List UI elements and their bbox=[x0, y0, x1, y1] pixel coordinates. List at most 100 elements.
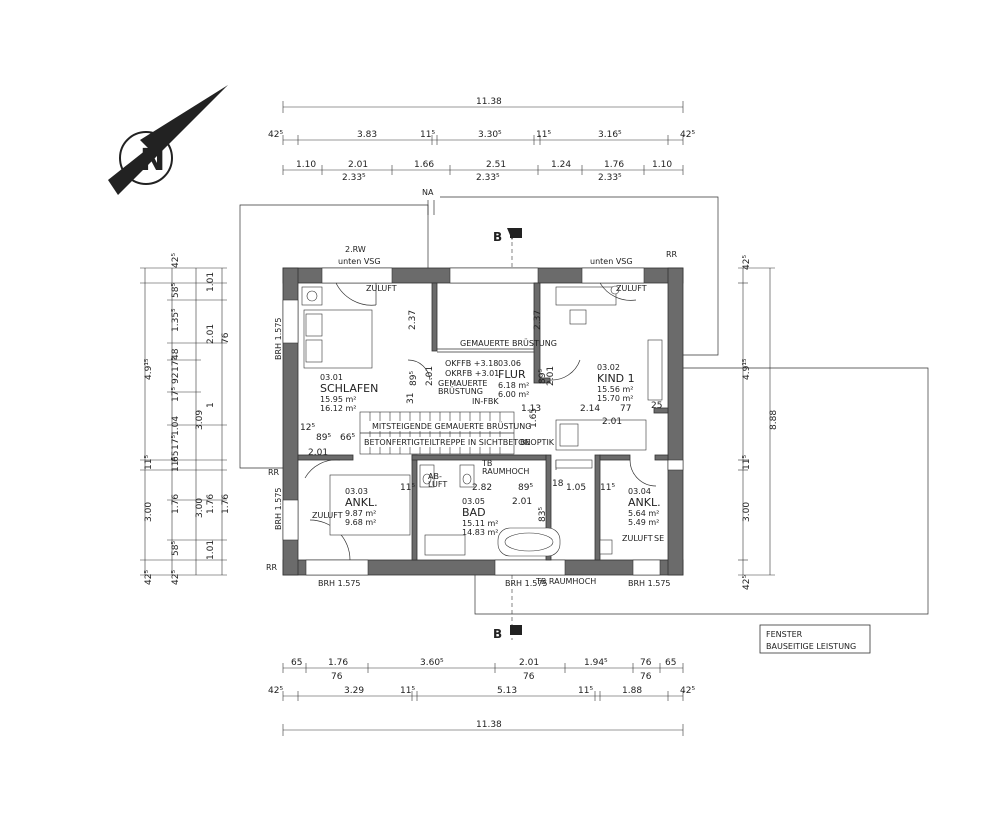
zuluft-label: ZULUFT bbox=[616, 284, 647, 293]
misc-labels: 2.RW unten VSG unten VSG RR RR RR NA ZUL… bbox=[266, 188, 678, 588]
top-overall-dim: 11.38 bbox=[476, 97, 502, 107]
ab-luft-label: AB- bbox=[428, 472, 442, 481]
top-opening-dim: 1.76 bbox=[604, 160, 624, 170]
bottom-wall-dim: 5.13 bbox=[497, 686, 517, 696]
svg-text:03.01: 03.01 bbox=[320, 373, 343, 382]
svg-text:03.04: 03.04 bbox=[628, 487, 651, 496]
room-ankl-03-04: 03.04 ANKL. 5.64 m² 5.49 m² bbox=[628, 487, 661, 527]
svg-text:1.13: 1.13 bbox=[521, 404, 541, 414]
section-marker-top: B bbox=[493, 228, 522, 268]
section-b-label-top: B bbox=[493, 230, 502, 244]
left-outer-dim: 4.9¹⁵ bbox=[144, 358, 154, 380]
note-line-2: BAUSEITIGE LEISTUNG bbox=[766, 642, 856, 651]
svg-text:2.14: 2.14 bbox=[580, 404, 600, 414]
rw-label: 2.RW bbox=[345, 245, 366, 254]
svg-text:89⁵: 89⁵ bbox=[518, 483, 533, 493]
brh-vertical-label: BRH 1.575 bbox=[274, 487, 283, 530]
bottom-opening-dim: 1.94⁵ bbox=[584, 658, 608, 668]
left-inner-dim: 11⁵ bbox=[171, 457, 181, 472]
left-inner-dim: 48 bbox=[171, 348, 181, 360]
stair-label-1: MITSTEIGENDE GEMAUERTE BRÜSTUNG bbox=[372, 421, 531, 431]
bottom-opening-dim: 1.76 bbox=[328, 658, 348, 668]
zuluft-label: ZULUFT bbox=[312, 511, 343, 520]
room-kind-1: 03.02 KIND 1 15.56 m² 15.70 m² bbox=[597, 363, 635, 403]
svg-text:15.56 m²: 15.56 m² bbox=[597, 385, 633, 394]
rr-label: RR bbox=[266, 563, 278, 572]
left-inner-dim: 17⁵ bbox=[171, 435, 181, 450]
bottom-sub-dim: 76 bbox=[523, 672, 535, 682]
left-inner2-dim: 1.01 bbox=[206, 272, 216, 292]
top-opening-dim: 1.10 bbox=[652, 160, 672, 170]
left-inner2-dim: 2.01 bbox=[206, 324, 216, 344]
left-inner-dim: 17⁵ bbox=[171, 387, 181, 402]
section-marker-bottom: B bbox=[493, 575, 522, 641]
svg-text:15.11 m²: 15.11 m² bbox=[462, 519, 498, 528]
bottom-opening-dim: 76 bbox=[640, 658, 652, 668]
bottom-wall-dim: 11⁵ bbox=[400, 686, 415, 696]
tb-raumhoch-label: TB RAUMHOCH bbox=[535, 577, 596, 586]
top-opening-dim: 2.51 bbox=[486, 160, 506, 170]
top-opening-dim: 1.10 bbox=[296, 160, 316, 170]
left-mid-dim: 3.00 bbox=[195, 498, 205, 518]
svg-text:15.70 m²: 15.70 m² bbox=[597, 394, 633, 403]
rr-label: RR bbox=[268, 468, 280, 477]
left-outer-dim: 11⁵ bbox=[144, 455, 154, 470]
svg-text:12⁵: 12⁵ bbox=[300, 423, 315, 433]
svg-text:2.01: 2.01 bbox=[425, 366, 435, 386]
svg-text:83⁵: 83⁵ bbox=[538, 507, 548, 522]
left-outer-dim: 42⁵ bbox=[144, 570, 154, 585]
se-label: SE bbox=[654, 534, 664, 543]
top-wall-dim: 3.83 bbox=[357, 130, 377, 140]
projection-lines bbox=[239, 196, 929, 615]
left-inner-dim: 1.76 bbox=[171, 494, 181, 514]
brh-vertical-label: BRH 1.575 bbox=[274, 317, 283, 360]
top-dimensions: 11.38 42⁵ 3.83 11⁵ 3.30⁵ 11⁵ 3.16⁵ 42⁵ 1… bbox=[268, 97, 695, 183]
okffb-label: OKFFB +3.18 bbox=[445, 359, 498, 368]
stair-label-2: BETONFERTIGTEILTREPPE IN SICHTBETONOPTIK bbox=[364, 438, 555, 447]
okrfb-label: OKRFB +3.01 bbox=[445, 369, 499, 378]
svg-text:89⁵: 89⁵ bbox=[409, 371, 419, 386]
svg-text:BAD: BAD bbox=[462, 506, 486, 519]
top-wall-dim: 11⁵ bbox=[536, 130, 551, 140]
svg-text:18: 18 bbox=[552, 479, 564, 489]
top-opening-dim: 2.01 bbox=[348, 160, 368, 170]
top-wall-dim: 11⁵ bbox=[420, 130, 435, 140]
right-dim: 42⁵ bbox=[742, 255, 752, 270]
svg-text:1.05: 1.05 bbox=[566, 483, 586, 493]
svg-text:6.00 m²: 6.00 m² bbox=[498, 390, 529, 399]
right-dim: 11⁵ bbox=[742, 455, 752, 470]
room-ankl-03-03: 03.03 ANKL. 9.87 m² 9.68 m² bbox=[345, 487, 378, 527]
right-overall-dim: 8.88 bbox=[769, 410, 779, 430]
svg-text:2.37: 2.37 bbox=[408, 310, 418, 330]
svg-text:5.49 m²: 5.49 m² bbox=[628, 518, 659, 527]
left-dimensions: 4.9¹⁵ 11⁵ 3.00 42⁵ 42⁵ 58⁵ 1.35⁵ 48 17⁵ … bbox=[140, 253, 231, 585]
svg-text:31: 31 bbox=[406, 393, 416, 404]
svg-text:FLUR: FLUR bbox=[498, 368, 526, 381]
raumhoch-label: RAUMHOCH bbox=[482, 467, 529, 476]
bottom-sub-dim: 76 bbox=[331, 672, 343, 682]
bottom-opening-dim: 65 bbox=[291, 658, 302, 668]
svg-text:2.01: 2.01 bbox=[512, 497, 532, 507]
svg-text:2.01: 2.01 bbox=[308, 448, 328, 458]
svg-text:2.37: 2.37 bbox=[533, 310, 543, 330]
top-wall-dim: 3.30⁵ bbox=[478, 130, 502, 140]
unten-vsg-label: unten VSG bbox=[338, 257, 381, 266]
left-inner2-dim: 1 bbox=[206, 402, 216, 408]
left-inner2-dim: 1.01 bbox=[206, 540, 216, 560]
left-inner-dim: 17⁵ bbox=[171, 357, 181, 372]
svg-text:66⁵: 66⁵ bbox=[340, 433, 355, 443]
bottom-wall-dim: 42⁵ bbox=[680, 686, 695, 696]
tb-label: TB bbox=[481, 459, 492, 468]
room-bad: 03.05 BAD 15.11 m² 14.83 m² bbox=[462, 497, 498, 537]
left-inner-dim: 92 bbox=[171, 373, 181, 384]
bottom-wall-dim: 1.88 bbox=[622, 686, 642, 696]
bottom-opening-dim: 3.60⁵ bbox=[420, 658, 444, 668]
svg-text:5.64 m²: 5.64 m² bbox=[628, 509, 659, 518]
section-b-label-bottom: B bbox=[493, 627, 502, 641]
top-center-dim: 2.33⁵ bbox=[598, 173, 622, 183]
svg-text:6.18 m²: 6.18 m² bbox=[498, 381, 529, 390]
top-wall-dim: 3.16⁵ bbox=[598, 130, 622, 140]
bottom-dimensions: 65 1.76 3.60⁵ 2.01 1.94⁵ 76 65 76 76 76 … bbox=[268, 658, 695, 736]
svg-text:03.03: 03.03 bbox=[345, 487, 368, 496]
left-inner-dim: 42⁵ bbox=[171, 570, 181, 585]
